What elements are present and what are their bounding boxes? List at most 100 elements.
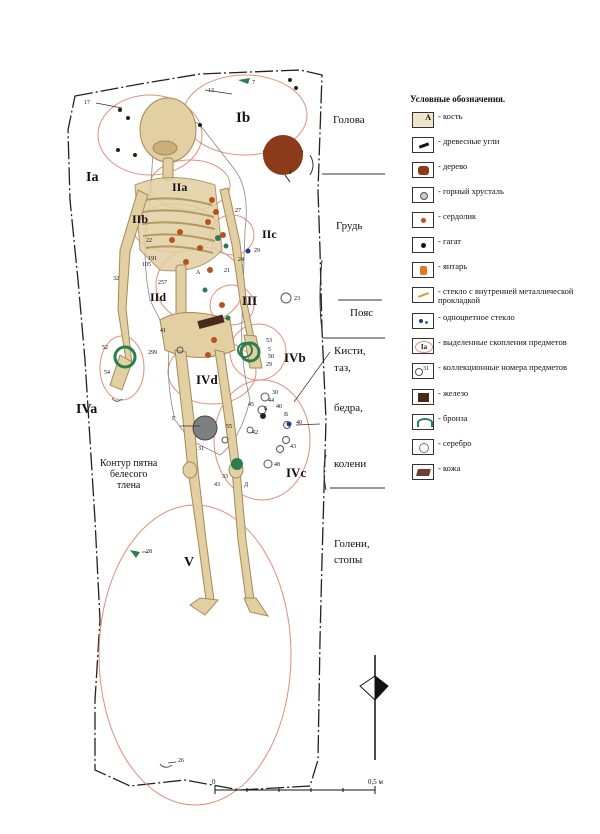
legend-label: - кожа [438,463,461,473]
legend-label: - одноцветное стекло [438,312,515,322]
item-number: 1 [289,170,292,176]
letter-marker: В [284,412,289,418]
wood-icon [412,162,434,178]
item-number: 191 [148,256,157,262]
legend-item: - гагат [412,237,598,257]
stain-label-line: тлена [117,480,141,491]
region-label: III [242,293,258,308]
letter-marker: Г [172,416,176,422]
legend-item: Ia - выделенные скопления предметов [412,338,598,358]
north-arrow-icon [359,655,389,760]
silver-icon [412,439,434,455]
number-icon: 31 [412,363,434,379]
item-number: 29 [254,248,260,254]
glass-metal-icon [412,287,434,303]
zone-pelvis: таз, [334,362,351,374]
zone-belt: Пояс [350,307,374,319]
stain-label-line: Контур пятна [100,458,158,469]
region-label: IVb [284,350,306,365]
legend-item: - бронза [412,414,598,434]
item-number: 53 [266,338,272,344]
legend-item: - сердолик [412,212,598,232]
region-label: IVc [286,465,307,480]
legend-label: - серебро [438,438,472,448]
region-label: Ib [236,110,251,126]
legend-label: - кость [438,111,463,121]
leather-icon [412,464,434,480]
legend-label: - дерево [438,161,468,171]
stain-contour [144,115,251,456]
legend-title: Условные обозначения. [410,94,506,104]
item-number: 55 [226,424,232,430]
artifacts [111,78,303,768]
item-number: 42 [252,430,258,436]
charcoal-icon [412,137,434,153]
grave-pit-outline [67,69,327,791]
zone-shins: Голени, [334,538,370,550]
item-number: 33 [222,474,228,480]
legend-item: - железо [412,389,598,409]
item-number: 52 [102,345,108,351]
bronze-icon [412,414,434,430]
item-number: 30 [272,390,278,396]
zone-hips: бедра, [334,402,363,414]
legend-label: - горный хрусталь [438,186,504,196]
amber-icon [412,262,434,278]
item-number: 27 [235,208,241,214]
letter-marker: Д [244,482,249,488]
item-number: 23 [294,296,300,302]
legend-item: - древесные угли [412,137,598,157]
legend-item: - стекло с внутренней металлической прок… [412,287,598,307]
region-label: IVd [196,372,218,387]
item-number: 40 [276,404,282,410]
legend-item: - горный хрусталь [412,187,598,207]
item-number: 44 [268,398,274,404]
item-number: 40 [296,420,302,426]
zone-knees: колени [334,458,367,470]
letter-marker: А [196,270,201,276]
region-label: IIc [262,227,277,241]
jet-icon [412,237,434,253]
zone-chest: Грудь [336,220,363,232]
scale-end: 0,5 м [368,778,383,786]
cluster-icon: Ia [412,338,434,354]
carnelian-icon [412,212,434,228]
item-number: 7 [252,80,255,86]
iron-icon [412,389,434,405]
skeleton [109,97,270,617]
stain-label-line: белесого [110,469,148,480]
item-number: 22 [146,238,152,244]
legend-label: - бронза [438,413,468,423]
region-label: IIa [172,180,188,194]
stain-label: Контур пятна белесого тлена [100,458,157,491]
item-number: 54 [104,370,110,376]
item-number: 24 [238,257,244,263]
item-number: 28 [146,549,152,555]
letter-marker: Б [264,406,268,412]
zone-separators [309,154,385,491]
legend-item: - одноцветное стекло [412,313,598,333]
zone-head: Голова [333,114,365,126]
leader-lines [95,89,331,764]
region-label: IIb [132,212,149,226]
item-number: 13 [208,88,214,94]
legend-item: - дерево [412,162,598,182]
bone-icon: А [412,112,434,128]
item-number: 31 [198,446,204,452]
region-label: Ia [86,170,99,185]
item-number: 41 [160,328,166,334]
scale-bar [214,786,376,794]
legend-label: - коллекционные номера предметов [438,362,567,372]
legend-item: - янтарь [412,262,598,282]
region-label: IVa [76,402,98,417]
legend-label: - древесные угли [438,136,500,146]
legend-label: - сердолик [438,211,477,221]
item-number: 50 [268,354,274,360]
legend-item: 31 - коллекционные номера предметов [412,363,598,383]
item-number: 17 [84,100,90,106]
legend-item: А - кость [412,112,598,132]
legend-label: - железо [438,388,469,398]
region-label: V [184,555,195,570]
zone-hands: Кисти, [334,345,366,357]
item-number: 26 [178,758,184,764]
